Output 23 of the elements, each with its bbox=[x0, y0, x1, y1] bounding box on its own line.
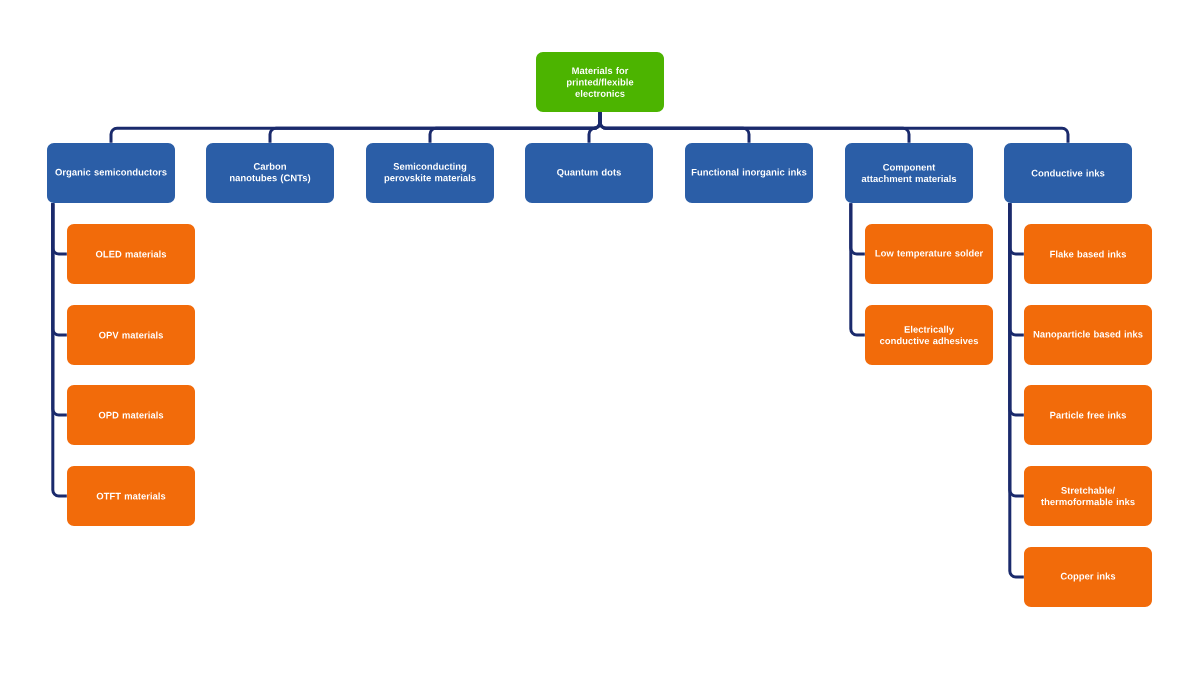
subcategory-box: OLED materials bbox=[67, 224, 195, 284]
connector-line bbox=[849, 203, 865, 337]
subcategory-box: Nanoparticle based inks bbox=[1024, 305, 1152, 365]
connector-line bbox=[51, 203, 67, 498]
subcategory-box: OTFT materials bbox=[67, 466, 195, 526]
category-box: Semiconducting perovskite materials bbox=[366, 143, 494, 203]
connector-line bbox=[1008, 203, 1024, 579]
subcategory-box: OPV materials bbox=[67, 305, 195, 365]
connector-line bbox=[598, 112, 1070, 143]
category-box: Conductive inks bbox=[1004, 143, 1132, 203]
category-box: Carbon nanotubes (CNTs) bbox=[206, 143, 334, 203]
subcategory-box: OPD materials bbox=[67, 385, 195, 445]
subcategory-box: Low temperature solder bbox=[865, 224, 993, 284]
subcategory-box: Particle free inks bbox=[1024, 385, 1152, 445]
category-box: Organic semiconductors bbox=[47, 143, 175, 203]
subcategory-box: Electrically conductive adhesives bbox=[865, 305, 993, 365]
subcategory-box: Stretchable/ thermoformable inks bbox=[1024, 466, 1152, 526]
category-box: Functional inorganic inks bbox=[685, 143, 813, 203]
root-box: Materials for printed/flexible electronics bbox=[536, 52, 664, 112]
category-box: Quantum dots bbox=[525, 143, 653, 203]
subcategory-box: Copper inks bbox=[1024, 547, 1152, 607]
category-box: Component attachment materials bbox=[845, 143, 973, 203]
subcategory-box: Flake based inks bbox=[1024, 224, 1152, 284]
